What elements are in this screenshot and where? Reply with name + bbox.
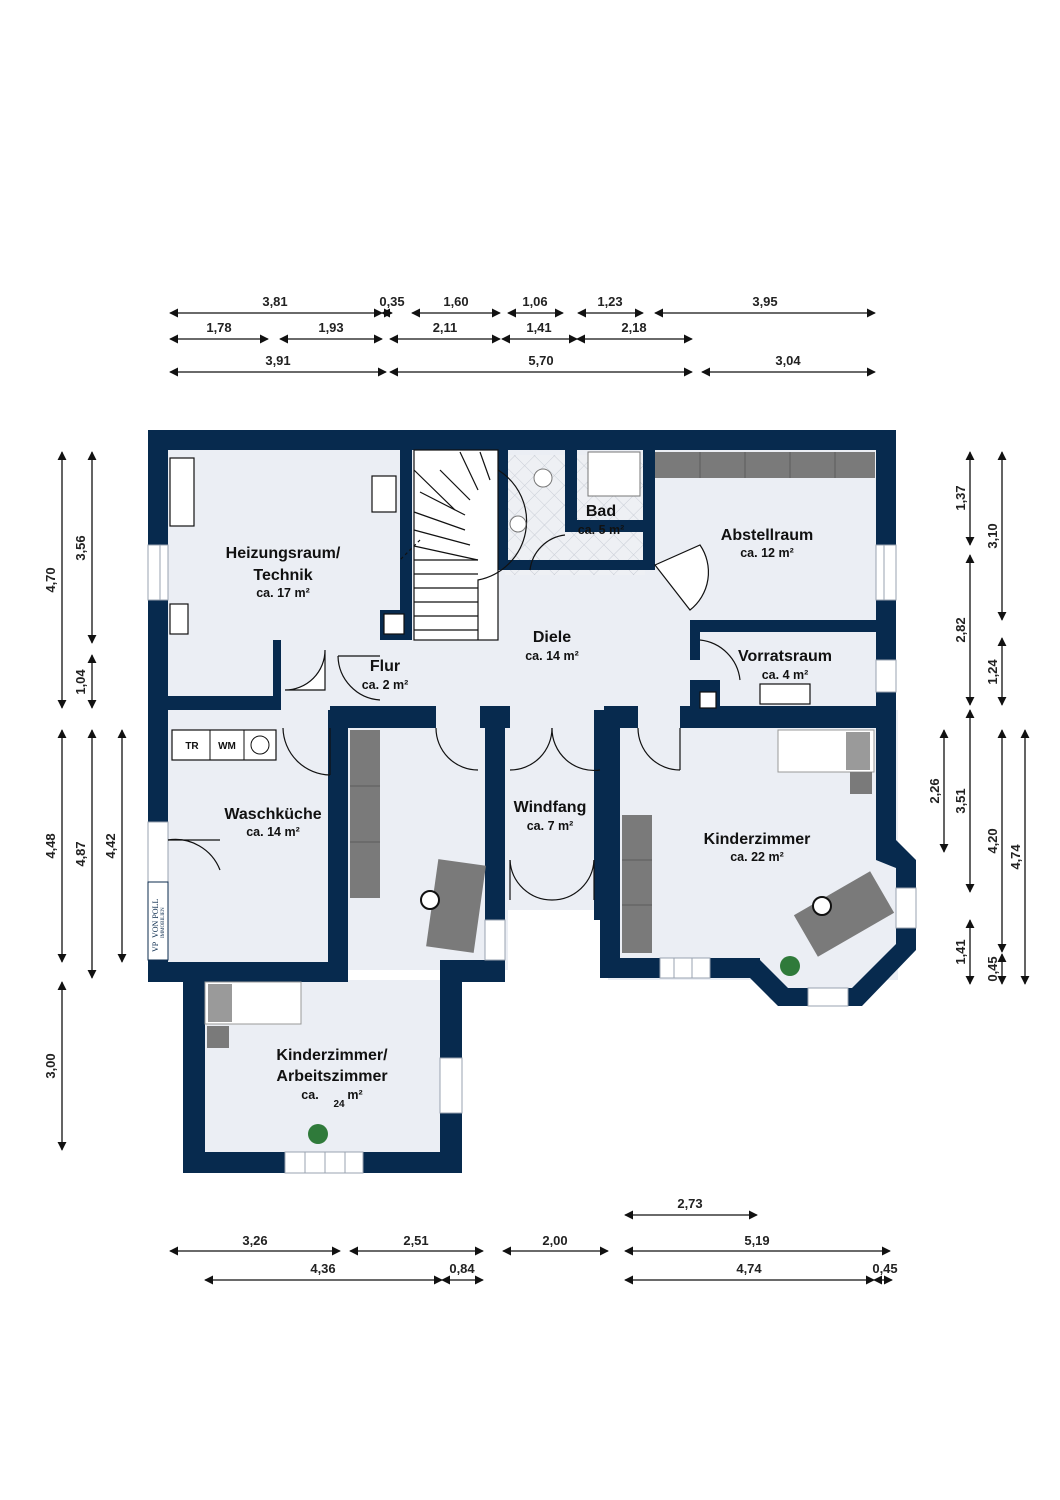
room-area-abstellraum: ca. 12 m²	[740, 546, 794, 560]
dim-top-label: 1,93	[318, 320, 343, 335]
dim-top-label: 1,60	[443, 294, 468, 309]
dim-right-label: 3,10	[985, 523, 1000, 548]
dim-left-label: 4,70	[43, 567, 58, 592]
dim-right-label: 1,24	[985, 659, 1000, 685]
dim-top-label: 0,35	[379, 294, 404, 309]
room-area-heizungsraum: ca. 17 m²	[256, 586, 310, 600]
room-name-diele: Diele	[533, 629, 571, 646]
dim-top-label: 1,23	[597, 294, 622, 309]
dimension-lines	[57, 308, 1030, 1285]
dim-right-label: 0,45	[985, 956, 1000, 981]
logo-initials: VP	[151, 941, 160, 952]
dim-left-label: 1,04	[73, 669, 88, 695]
room-name-waschkueche: Waschküche	[224, 806, 321, 823]
room-area-diele: ca. 14 m²	[525, 649, 579, 663]
room-name-bad: Bad	[586, 503, 616, 520]
staircase	[399, 449, 528, 641]
room-name-windfang: Windfang	[514, 799, 587, 816]
room-name-abstellraum: Abstellraum	[721, 527, 813, 544]
dim-right-label: 2,26	[927, 778, 942, 803]
room-name-vorratsraum: Vorratsraum	[738, 648, 832, 665]
dim-bottom-label: 2,51	[403, 1233, 428, 1248]
room-area-bad: ca. 5 m²	[578, 523, 625, 537]
dim-top-label: 2,18	[621, 320, 646, 335]
dim-right-label: 1,41	[953, 939, 968, 964]
dim-bottom-label: 4,36	[310, 1261, 335, 1276]
dim-right-label: 3,51	[953, 788, 968, 813]
room-area-flur: ca. 2 m²	[362, 678, 409, 692]
doors	[167, 534, 741, 901]
dim-top-label: 1,06	[522, 294, 547, 309]
room-name-kinderzimmer-arbeitszimmer: Kinderzimmer/	[276, 1047, 388, 1064]
dim-right-label: 2,82	[953, 617, 968, 642]
dim-bottom-label: 4,74	[736, 1261, 762, 1276]
dim-top-label: 5,70	[528, 353, 553, 368]
dim-bottom-label: 2,00	[542, 1233, 567, 1248]
room-name-flur: Flur	[370, 658, 400, 675]
logo-name: VON POLL	[151, 899, 160, 938]
room-area-vorratsraum: ca. 4 m²	[762, 668, 809, 682]
dim-top-label: 1,78	[206, 320, 231, 335]
dim-bottom-label: 2,73	[677, 1196, 702, 1211]
logo-sub: IMMOBILIEN	[161, 907, 166, 938]
furniture	[169, 451, 895, 1144]
dim-right-label: 4,20	[985, 828, 1000, 853]
room-area-value-kinderzimmer-arbeitszimmer: 24	[333, 1099, 345, 1110]
room-name-heizungsraum: Heizungsraum/	[226, 545, 341, 562]
dim-right-label: 1,37	[953, 485, 968, 510]
washer-label: WM	[218, 741, 236, 752]
dim-bottom-label: 0,84	[449, 1261, 475, 1276]
dim-right-label: 4,74	[1008, 844, 1023, 870]
dryer-label: TR	[185, 741, 199, 752]
dim-left-label: 3,00	[43, 1053, 58, 1078]
room-area-kinderzimmer: ca. 22 m²	[730, 850, 784, 864]
room-name-kinderzimmer: Kinderzimmer	[704, 831, 811, 848]
windows	[147, 544, 917, 1174]
dim-bottom-label: 0,45	[872, 1261, 897, 1276]
dim-left-label: 4,87	[73, 841, 88, 866]
room-area-waschkueche: ca. 14 m²	[246, 825, 300, 839]
dim-top-label: 3,81	[262, 294, 287, 309]
room-labels: Heizungsraum/ Technik ca. 17 m² Bad ca. …	[151, 503, 832, 1110]
dim-top-label: 1,41	[526, 320, 551, 335]
dim-left-label: 4,42	[103, 833, 118, 858]
room-area-windfang: ca. 7 m²	[527, 819, 574, 833]
room-name2-heizungsraum: Technik	[253, 567, 312, 584]
dim-bottom-label: 5,19	[744, 1233, 769, 1248]
dim-left-label: 4,48	[43, 833, 58, 858]
logo-stamp	[147, 881, 169, 961]
dim-top-label: 3,91	[265, 353, 290, 368]
dim-top-label: 2,11	[433, 320, 458, 335]
dim-top-label: 3,95	[752, 294, 777, 309]
room-area-prefix-kinderzimmer-arbeitszimmer: ca.	[301, 1088, 318, 1102]
dim-left-label: 3,56	[73, 535, 88, 560]
dim-top-label: 3,04	[775, 353, 801, 368]
room-area-unit-kinderzimmer-arbeitszimmer: m²	[347, 1088, 362, 1102]
dimension-labels: 3,81 0,35 1,60 1,06 1,23 3,95 1,78 1,93 …	[43, 294, 1023, 1276]
dim-bottom-label: 3,26	[242, 1233, 267, 1248]
room-name2-kinderzimmer-arbeitszimmer: Arbeitszimmer	[276, 1068, 387, 1085]
